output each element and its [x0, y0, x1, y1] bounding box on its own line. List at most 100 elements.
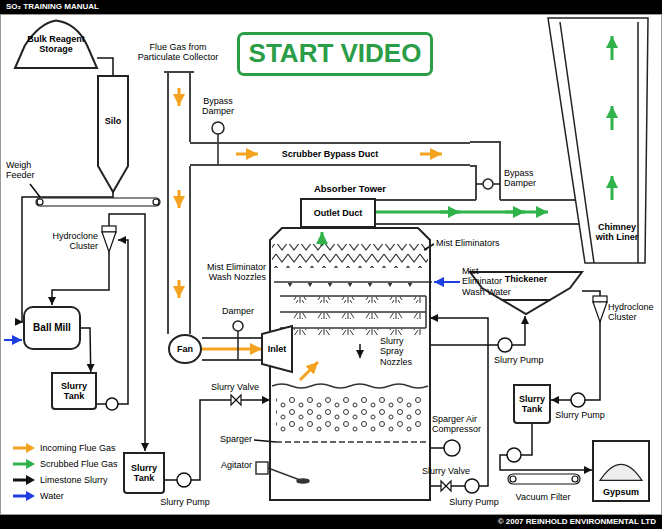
legend-text: Scrubbed Flue Gas: [40, 459, 118, 469]
slurry-pipe: [30, 184, 434, 442]
node-text: Fan: [177, 344, 193, 354]
pump-symbol: [444, 440, 460, 456]
vacuum-filter: [508, 474, 580, 484]
bypass-duct: Scrubber Bypass Duct: [190, 142, 470, 166]
part-label: Bypass Damper: [504, 168, 550, 189]
pump-symbol: [106, 398, 118, 410]
gas-duct: [470, 142, 500, 200]
silo-outline: [98, 76, 128, 192]
water-arrow: [434, 281, 460, 283]
tower-internals: [272, 384, 428, 388]
water-arrow: [4, 339, 22, 341]
legend-swatch: [12, 458, 36, 470]
pump-symbol: [571, 393, 585, 407]
conveyor: [36, 198, 160, 206]
tower-internals: [276, 396, 424, 432]
legend-swatch: [12, 474, 36, 486]
silo: Silo: [98, 76, 128, 192]
fan: Fan: [168, 334, 202, 364]
reagent-pile-outline: [15, 21, 97, 69]
tower-internals: [256, 244, 432, 483]
node-text: Inlet: [268, 344, 287, 354]
absorber-tower-outline: [270, 228, 430, 500]
damper-symbol: [217, 134, 219, 166]
slurry-pipe: [109, 214, 145, 451]
incoming-gas-arrow: [420, 153, 442, 156]
vacuum-filter: [508, 474, 580, 484]
part-label: Weigh Feeder: [6, 160, 52, 181]
node-text: START VIDEO: [249, 39, 422, 69]
part-label: Slurry Spray Nozzles: [380, 336, 426, 367]
pump-symbol: [465, 479, 479, 493]
damper-symbol: [212, 122, 224, 134]
node-text: Outlet Duct: [314, 208, 363, 218]
tower-internals: [282, 313, 422, 319]
scrubbed-gas-arrow: [505, 211, 525, 214]
scrubbed-gas-arrow: [611, 176, 614, 200]
hydroclone-symbol: [593, 296, 607, 302]
damper-symbol: [233, 321, 243, 331]
pipe-connector: [500, 424, 592, 470]
video-button: START VIDEO: [237, 32, 433, 76]
legend-text: Incoming Flue Gas: [40, 443, 116, 453]
gas-duct: [164, 72, 579, 360]
reagent-pile: Bulk Reagent Storage: [15, 18, 97, 68]
conveyor: [37, 199, 43, 205]
slurry-tank: Slurry Tank: [123, 452, 165, 494]
damper-symbol: [483, 179, 493, 189]
node-text: Ball Mill: [33, 322, 71, 334]
hydroclone-symbol: [102, 226, 116, 232]
part-label: Hydroclone Cluster: [40, 231, 98, 252]
tower-internals: [297, 479, 309, 483]
pipe-connector: [376, 211, 548, 214]
chimney: Chimney with Liner: [548, 18, 648, 263]
legend-row: Limestone Slurry: [12, 473, 108, 487]
node-text: Scrubber Bypass Duct: [282, 149, 379, 159]
legend-row: Incoming Flue Gas: [12, 441, 116, 455]
scrubbed-gas-arrow: [440, 211, 460, 214]
tower-internals: [256, 462, 268, 474]
legend-swatch: [26, 475, 35, 485]
incoming-gas-arrow: [178, 190, 181, 208]
part-label: Flue Gas from Particulate Collector: [130, 42, 226, 63]
pump-symbol: [507, 448, 521, 462]
part-label: Damper: [214, 306, 262, 316]
valve-symbol: [231, 395, 241, 405]
incoming-gas-arrow: [178, 280, 181, 298]
pipe-connector: [97, 58, 113, 76]
legend-text: Water: [40, 491, 64, 501]
ball-mill: Ball Mill: [23, 306, 81, 350]
node-text: Slurry Tank: [518, 394, 546, 415]
pipe-connector: [202, 348, 262, 351]
pump-symbol: [177, 473, 191, 487]
slurry-pipe: [430, 318, 488, 486]
legend-swatch: [12, 490, 36, 502]
node-text: Gypsum: [603, 487, 639, 497]
gypsum-bin-outline: [600, 464, 642, 480]
chimney-outline: [548, 18, 648, 263]
part-label: Agitator: [204, 460, 252, 470]
absorber-tower-outline: [270, 228, 430, 500]
node-text: Absorber Tower: [250, 184, 450, 195]
part-label: Slurry Pump: [158, 497, 212, 507]
outlet-duct: Outlet Duct: [300, 198, 376, 228]
slurry-tank: Slurry Tank: [51, 372, 97, 410]
node-text: Thickener: [505, 274, 548, 284]
part-label: Slurry Pump: [494, 355, 550, 365]
pump-symbol: [498, 338, 512, 352]
legend-swatch: [13, 479, 27, 482]
legend-text: Limestone Slurry: [40, 475, 108, 485]
silo-outline: [98, 76, 128, 192]
valve-symbol: [231, 395, 451, 491]
legend-row: Water: [12, 489, 64, 503]
part-label: Bypass Damper: [194, 96, 242, 117]
inlet-outline: [262, 326, 292, 372]
part-label: Mist Eliminator Wash Water: [462, 266, 516, 297]
tower-internals: [359, 344, 361, 358]
gas-duct: [164, 72, 194, 334]
chimney-outline: [548, 18, 648, 263]
tower-internals: [282, 329, 422, 335]
legend-swatch: [26, 443, 35, 453]
manual-title: SO₂ TRAINING MANUAL: [0, 0, 662, 14]
incoming-gas-arrow: [236, 153, 258, 156]
